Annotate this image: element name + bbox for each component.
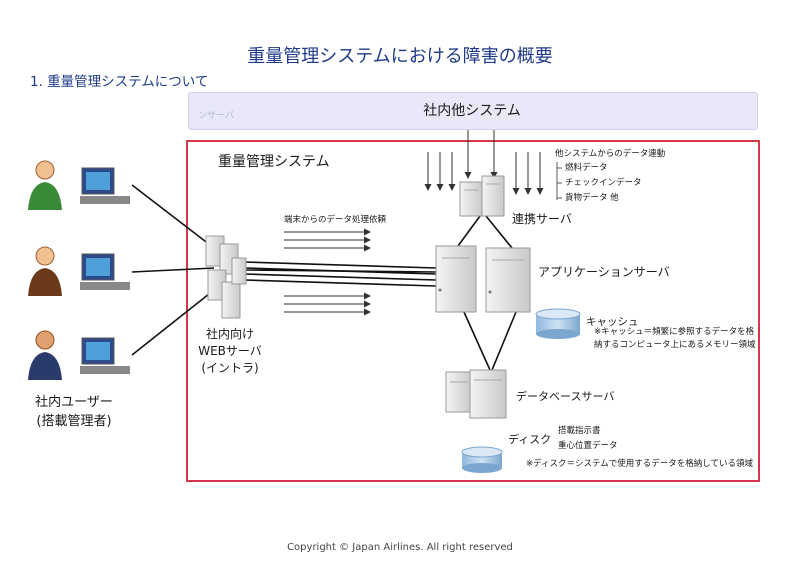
cache-cylinder <box>535 308 581 339</box>
disk-note: ※ディスク＝システムで使用するデータを格納している領域 <box>526 459 754 469</box>
external-system-band <box>188 92 758 130</box>
app-server-icon <box>435 245 531 313</box>
web-server-label-line-1: 社内向け <box>205 327 254 341</box>
disk-label: ディスク <box>508 433 552 446</box>
web-server-label-line-3: (イントラ) <box>201 361 259 375</box>
db-server-label: データベースサーバ <box>516 390 615 403</box>
feed-item-fuel: 燃料データ <box>565 163 608 173</box>
feed-bracket <box>556 162 562 200</box>
feed-title: 他システムからのデータ連動 <box>555 149 666 159</box>
request-label: 端末からのデータ処理依頼 <box>284 215 387 225</box>
app-server-label: アプリケーションサーバ <box>538 265 670 279</box>
web-server-label-line-2: WEBサーバ <box>198 344 262 358</box>
web-server-icon <box>205 235 247 319</box>
copyright-footer: Copyright © Japan Airlines. All right re… <box>287 542 513 553</box>
network-links <box>131 184 517 371</box>
page-title: 重量管理システムにおける障害の概要 <box>247 46 553 67</box>
user-terminal-1 <box>28 160 130 210</box>
web-server-label: 社内向け WEBサーバ (イントラ) <box>190 326 270 377</box>
link-server-icon <box>459 175 505 217</box>
users-label: 社内ユーザー (搭載管理者) <box>22 393 126 431</box>
cache-note-1: ※キャッシュ＝頻繁に参照するデータを格 <box>594 327 755 337</box>
disk-item-instructions: 搭載指示書 <box>558 426 601 436</box>
cache-label: キャッシュ <box>586 316 639 328</box>
disk-cylinder <box>461 446 503 473</box>
weight-system-label: 重量管理システム <box>218 154 330 170</box>
db-server-icon <box>445 369 507 419</box>
external-system-label: 社内他システム <box>423 103 521 119</box>
disk-item-cg: 重心位置データ <box>558 441 618 451</box>
external-feed-arrows <box>424 130 544 195</box>
feed-item-checkin: チェックインデータ <box>565 178 642 188</box>
user-terminal-3 <box>28 330 130 380</box>
users-label-line-2: (搭載管理者) <box>36 414 112 429</box>
external-ghost-text: ンサーバ <box>198 111 234 121</box>
section-subtitle: 1. 重量管理システムについて <box>30 74 209 90</box>
users-label-line-1: 社内ユーザー <box>35 395 113 410</box>
user-terminal-2 <box>28 246 130 296</box>
feed-item-cargo: 貨物データ 他 <box>565 193 619 203</box>
cache-note-2: 納するコンピュータ上にあるメモリー領域 <box>594 340 756 350</box>
request-arrows <box>284 228 371 316</box>
link-server-label: 連携サーバ <box>512 212 572 226</box>
